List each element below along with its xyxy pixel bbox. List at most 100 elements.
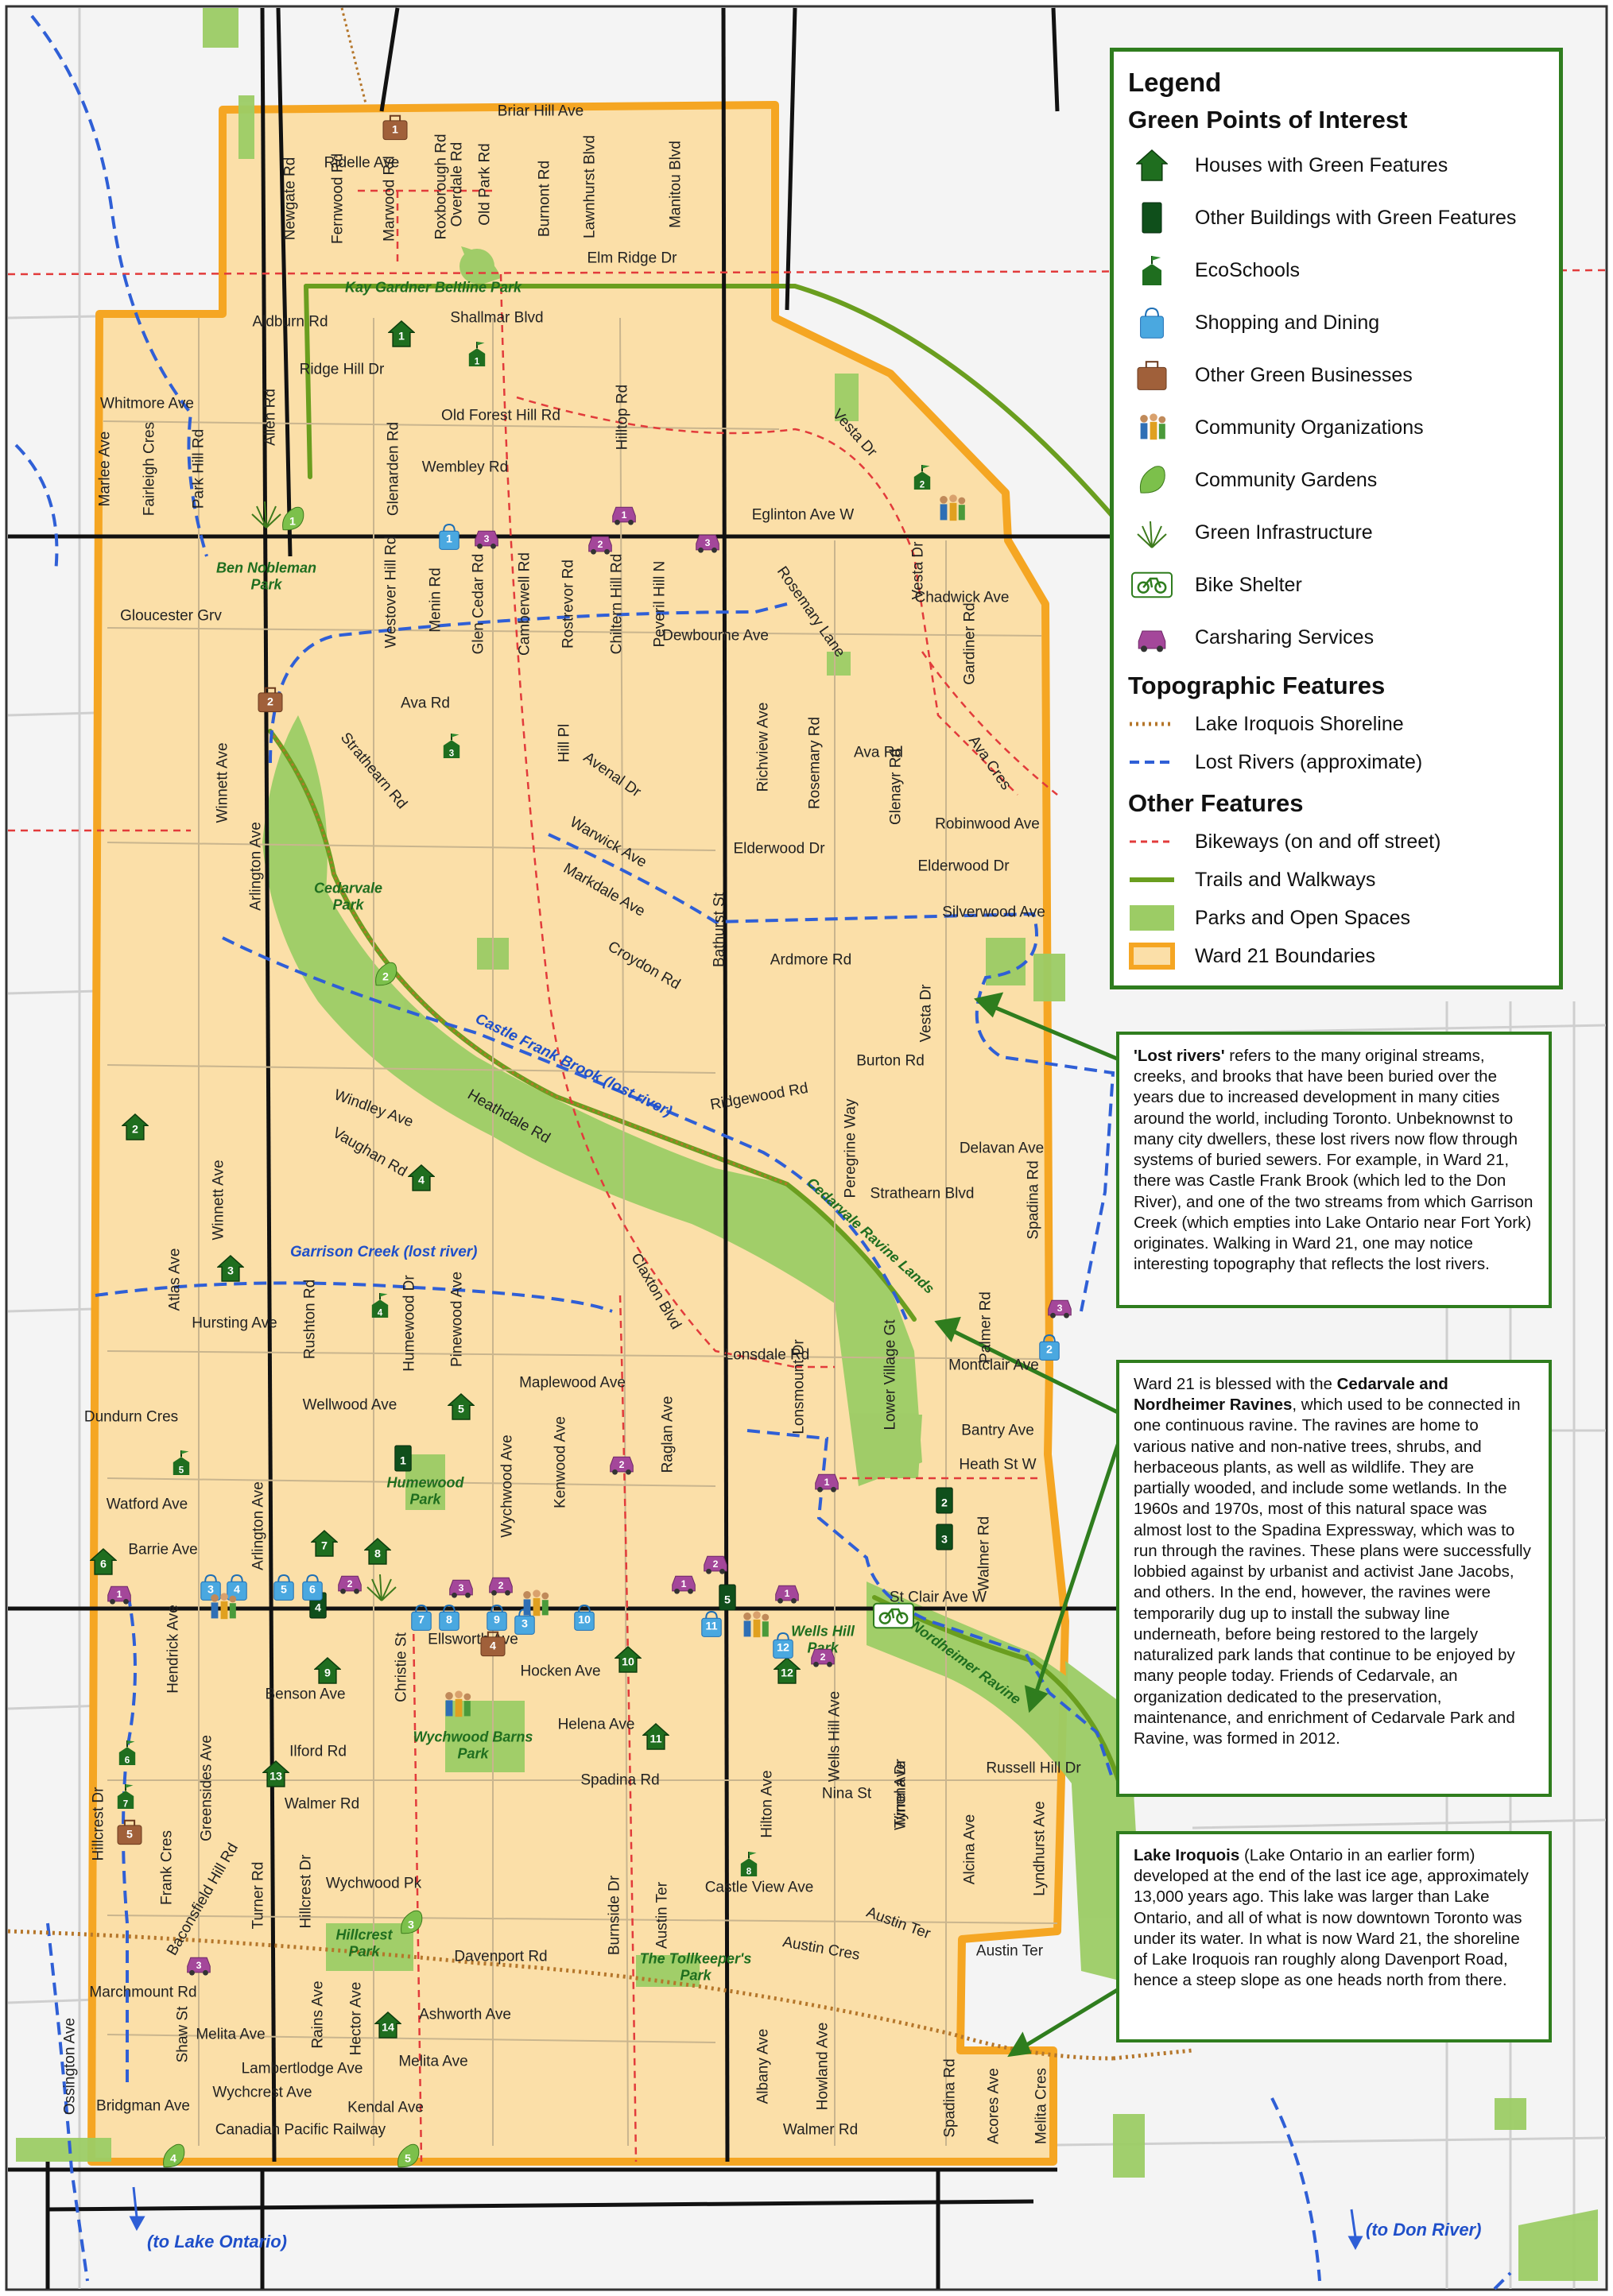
legend-section-heading: Green Points of Interest: [1128, 106, 1408, 134]
street-label: Marchmount Rd: [89, 1984, 197, 2001]
car-icon: 3: [1046, 1292, 1073, 1323]
svg-text:4: 4: [378, 1309, 383, 1318]
street-label: Barrie Ave: [128, 1541, 198, 1558]
briefcase-icon: 1: [382, 114, 409, 145]
street-label: Vesta Dr: [917, 984, 935, 1043]
svg-text:4: 4: [234, 1583, 240, 1596]
svg-text:13: 13: [269, 1770, 282, 1783]
street-label: Marwood Rd: [381, 156, 398, 242]
svg-text:3: 3: [196, 1960, 202, 1971]
street-label: Hursting Ave: [192, 1314, 277, 1332]
car-icon: 2: [608, 1449, 635, 1480]
car-icon: 1: [813, 1466, 840, 1497]
svg-text:5: 5: [724, 1593, 731, 1606]
street-label: Ossington Ave: [61, 2017, 79, 2116]
leaf-icon: 1: [279, 505, 306, 536]
street-label: Melita Cres: [1033, 2067, 1050, 2145]
street-label: Arlington Ave: [247, 822, 265, 911]
street-label: Hillcrest Dr: [297, 1854, 315, 1929]
svg-text:3: 3: [227, 1264, 234, 1277]
legend-item: Green Infrastructure: [1128, 506, 1545, 559]
street-label: Alcina Ave: [961, 1814, 979, 1885]
street-label: Strathearn Blvd: [870, 1185, 975, 1202]
street-label: Frank Cres: [158, 1830, 176, 1905]
street-label: Ava Rd: [854, 744, 903, 761]
leaf-icon: 5: [394, 2143, 421, 2174]
street-label: Peregrine Way: [842, 1098, 859, 1198]
street-label: Hilltop Rd: [614, 384, 631, 451]
school-flag-icon: 2: [909, 463, 936, 494]
street-label: Marlee Ave: [96, 431, 114, 507]
street-label: Dewbourne Ave: [662, 627, 769, 645]
svg-text:1: 1: [622, 509, 627, 521]
street-label: Roxborough Rd: [432, 134, 450, 240]
svg-text:5: 5: [126, 1828, 133, 1841]
lost-rivers-note: 'Lost rivers' refers to the many origina…: [1116, 1032, 1557, 1314]
street-label: Winnett Ave: [214, 742, 231, 823]
street-label: Eglinton Ave W: [751, 506, 855, 524]
lost-rivers-body: refers to the many original streams, cre…: [1134, 1047, 1534, 1274]
street-label: Spadina Rd: [941, 2058, 959, 2138]
street-label: Ashworth Ave: [419, 2006, 511, 2023]
legend-title: Legend: [1128, 68, 1222, 97]
car-icon: 3: [694, 527, 721, 558]
svg-text:6: 6: [125, 1756, 130, 1766]
lost-rivers-lead: 'Lost rivers': [1134, 1047, 1225, 1065]
street-label: Lawnhurst Blvd: [581, 135, 599, 238]
street-label: Acores Ave: [985, 2068, 1002, 2144]
shopping-bag-icon: 5: [270, 1574, 297, 1605]
street-label: Winnett Ave: [210, 1160, 227, 1241]
svg-text:3: 3: [522, 1617, 528, 1630]
street-label: Lambertlodge Ave: [241, 2060, 363, 2077]
people-group-icon: [441, 1689, 473, 1725]
street-label: Spadina Rd: [1025, 1160, 1042, 1240]
lake-iroquois-note: Lake Iroquois (Lake Ontario in an earlie…: [1116, 1831, 1557, 2048]
legend-item: Bike Shelter: [1128, 559, 1545, 611]
car-icon: 3: [185, 1949, 212, 1980]
to-lake-ontario-label: (to Lake Ontario): [147, 2232, 288, 2251]
street-label: Canadian Pacific Railway: [215, 2121, 386, 2139]
street-label: Gloucester Grv: [120, 607, 222, 625]
street-label: Spadina Rd: [580, 1771, 660, 1789]
legend-item-label: Other Green Businesses: [1195, 363, 1413, 386]
street-label: Wells Hill Ave: [826, 1690, 843, 1783]
legend-item-label: Bikeways (on and off street): [1195, 830, 1441, 853]
street-label: Fairleigh Cres: [141, 421, 158, 517]
street-label: Kendal Ave: [347, 2099, 424, 2116]
street-label: St Clair Ave W: [889, 1589, 987, 1606]
house-icon: 3: [216, 1254, 245, 1286]
shopping-bag-icon: 2: [1036, 1334, 1063, 1365]
street-label: Howland Ave: [814, 2022, 832, 2111]
shopping-bag-icon: 8: [436, 1604, 463, 1635]
people-group-icon: [207, 1591, 238, 1627]
street-label: Old Park Rd: [476, 143, 494, 226]
street-label: Bantry Ave: [961, 1422, 1034, 1439]
street-label: Rostrevor Rd: [560, 559, 577, 649]
svg-text:2: 2: [713, 1558, 719, 1570]
house-icon: 10: [614, 1645, 642, 1677]
svg-text:5: 5: [179, 1466, 184, 1476]
street-label: Glenayr Rd: [887, 748, 905, 826]
legend-item: Lost Rivers (approximate): [1128, 743, 1545, 781]
school-flag-icon: 3: [438, 732, 465, 763]
svg-text:7: 7: [321, 1539, 328, 1552]
street-label: Park Hill Rd: [190, 428, 207, 509]
leaf-icon: [1128, 463, 1176, 498]
street-label: Newgate Rd: [281, 157, 299, 241]
street-label: Chadwick Ave: [914, 589, 1010, 606]
street-label: Gardiner Rd: [961, 602, 979, 685]
svg-text:3: 3: [941, 1533, 948, 1546]
street-label: Briar Hill Ave: [497, 103, 584, 120]
street-label: Fernwood Rd: [329, 153, 347, 245]
svg-text:2: 2: [132, 1123, 138, 1136]
building-icon: 5: [714, 1584, 741, 1615]
dashed-blue-line-icon: [1128, 745, 1176, 780]
school-flag-icon: 1: [463, 340, 490, 371]
street-label: Walmer Rd: [782, 2121, 859, 2139]
dotted-line-icon: [1128, 707, 1176, 741]
street-label: Rushton Rd: [301, 1279, 319, 1360]
shopping-bag-icon: 6: [299, 1574, 326, 1605]
car-icon: 2: [487, 1570, 514, 1601]
